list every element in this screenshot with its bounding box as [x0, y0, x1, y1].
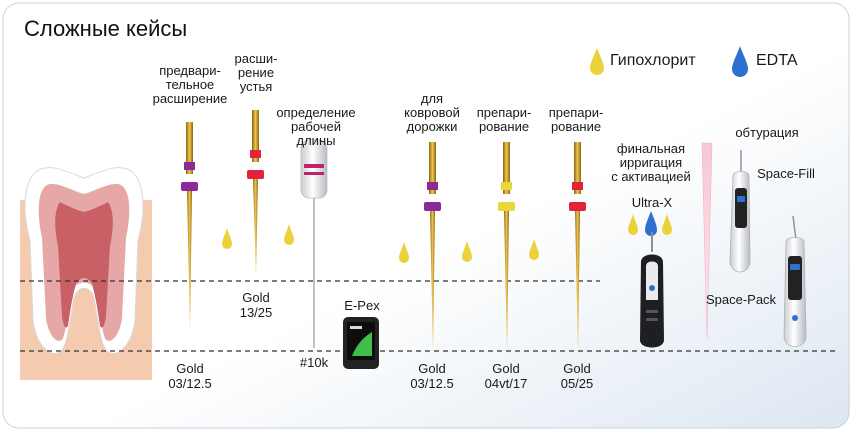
- step-caption: препари- рование: [548, 105, 604, 134]
- hypochlorite-drop-icon: [399, 242, 409, 263]
- gutta-percha-point: [701, 142, 713, 339]
- hypochlorite-drop-icon: [628, 214, 638, 235]
- product-label: Ultra-X: [631, 195, 673, 210]
- step-caption: для ковровой дорожки: [404, 91, 460, 134]
- step-caption: препари- рование: [476, 105, 532, 134]
- step-caption: определение рабочей длины: [276, 105, 356, 148]
- step-caption: предвари- тельное расширение: [152, 63, 228, 106]
- step-caption: финальная ирригация с активацией: [611, 141, 691, 184]
- file-gold-03-12-5-a: [181, 122, 198, 330]
- file-gold-04vt-17: [498, 142, 515, 350]
- product-label: Gold 03/12.5: [168, 361, 212, 391]
- file-gold-13-25: [247, 110, 264, 275]
- tooth-pulp: [55, 202, 113, 328]
- product-label: Gold 13/25: [239, 290, 273, 320]
- hypochlorite-drop-icon: [462, 241, 472, 262]
- step-caption: обтурация: [735, 125, 799, 140]
- hypochlorite-drop-icon: [222, 228, 232, 249]
- product-label: E-Pex: [344, 298, 380, 313]
- page-title: Сложные кейсы: [24, 16, 188, 41]
- edta-drop-icon: [645, 211, 657, 236]
- legend-hypochlorite-label: Гипохлорит: [610, 52, 696, 69]
- hypochlorite-drop-icon: [590, 48, 604, 75]
- tooth-illustration: [20, 167, 152, 380]
- hypochlorite-drop-icon: [529, 239, 539, 260]
- file-k-10: [300, 139, 328, 348]
- hypochlorite-drop-icon: [284, 224, 294, 245]
- product-label: #10k: [299, 355, 329, 370]
- edta-drop-icon: [732, 46, 748, 77]
- hypochlorite-drop-icon: [662, 214, 672, 235]
- device-label-space-fill: Space-Fill: [757, 166, 815, 181]
- step-caption: расши- рение устья: [234, 51, 278, 94]
- product-label: Gold 04vt/17: [484, 361, 528, 391]
- ultra-x-device: [640, 232, 664, 348]
- device-label-space-pack: Space-Pack: [705, 292, 777, 307]
- file-gold-05-25: [569, 142, 586, 350]
- irrigation-drops: [222, 214, 672, 263]
- product-label: Gold 03/12.5: [410, 361, 454, 391]
- file-gold-03-12-5-b: [424, 142, 441, 350]
- product-label: Gold 05/25: [560, 361, 594, 391]
- legend-edta-label: EDTA: [756, 52, 798, 69]
- space-pack-device: [783, 215, 807, 347]
- space-fill-device: [729, 150, 751, 273]
- e-pex-device: [343, 317, 379, 369]
